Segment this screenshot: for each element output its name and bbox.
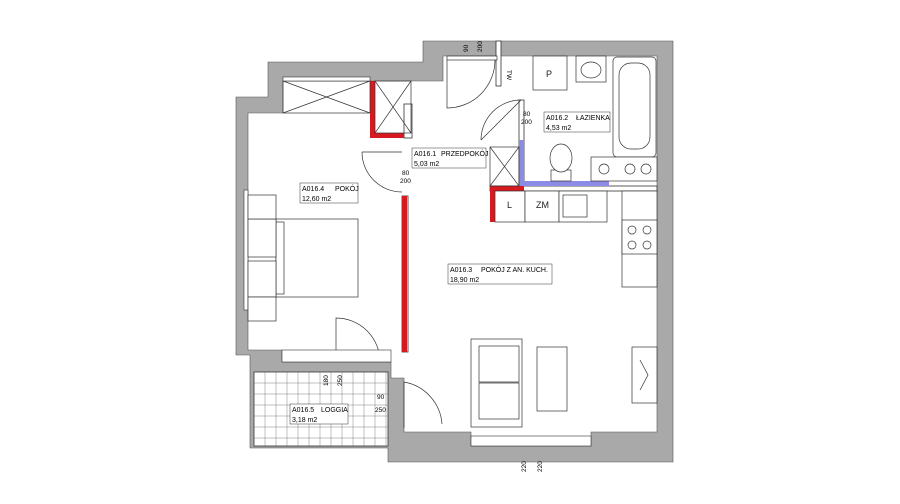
wall-bath-left (495, 40, 502, 87)
room-code: A016.5 (292, 407, 314, 414)
room-name: POKÓJ Z AN. KUCH. (481, 265, 548, 274)
entry-door-width: 90 (463, 44, 470, 52)
entry-door-height: 200 (477, 41, 484, 52)
cooktop-ring (642, 225, 652, 235)
installation-wall (519, 181, 609, 186)
living-furniture (470, 338, 658, 428)
bedroom-furniture (247, 194, 359, 322)
dishwasher-zm (524, 190, 560, 223)
washbasin-bowl (580, 61, 602, 79)
red-wall-segment (490, 186, 495, 222)
sink-bowl (562, 194, 588, 218)
hall-cabinet-x (374, 80, 412, 134)
fixture-symbols: L ZM P TW (505, 69, 552, 210)
room-area: 12,60 m2 (302, 196, 331, 203)
cooktop-ring (627, 240, 637, 250)
burner (640, 163, 652, 175)
tv (639, 359, 649, 391)
hall-cabinet (374, 80, 412, 134)
room-code: A016.2 (546, 115, 568, 122)
wardrobe-x (282, 80, 371, 114)
dishwasher-symbol: ZM (536, 200, 549, 210)
label-box (447, 263, 553, 285)
entry-door-leaf (446, 55, 498, 61)
room-labels: A016.1 PRZEDPOKÓJ 5,03 m2 A016.2 ŁAZIENK… (289, 111, 611, 425)
loggia (253, 371, 389, 447)
fridge-symbol: L (507, 200, 512, 210)
room-area: 3,18 m2 (292, 417, 317, 424)
dimension-texts: 90 200 80 200 80 200 180 250 90 250 220 … (323, 41, 544, 472)
room-door-swing (361, 151, 403, 193)
red-wall-segment (370, 81, 375, 138)
bed (275, 218, 359, 298)
bath-fixtures (532, 55, 658, 182)
windows (243, 76, 592, 447)
room-code: A016.3 (450, 267, 472, 274)
kitchen-fixtures (494, 190, 658, 288)
terrace-door-swing (403, 381, 443, 428)
window-left (243, 189, 249, 311)
doors (335, 55, 522, 428)
room-area: 18,90 m2 (450, 277, 479, 284)
bath-door-swing (480, 99, 522, 141)
burner (624, 163, 636, 175)
bath-door-height: 200 (521, 119, 532, 126)
installation-wall (519, 140, 524, 186)
room-code: A016.4 (302, 186, 324, 193)
cooktop (621, 219, 658, 255)
tw-symbol: TW (505, 70, 512, 81)
wall-hall-top (403, 103, 413, 139)
built-in-cabinets (282, 80, 520, 187)
tv-cabinet (631, 346, 658, 404)
balcony-door-height: 220 (537, 461, 544, 472)
shaft (489, 146, 520, 187)
bath-door-width: 80 (523, 111, 531, 118)
bed-pillow (275, 221, 285, 295)
room-name: LOGGIA (321, 407, 348, 414)
label-box (543, 111, 611, 133)
room-code: A016.1 (414, 151, 436, 158)
window-bottom (470, 435, 592, 447)
room-name: PRZEDPOKÓJ (441, 149, 488, 158)
cooktop-ring (642, 240, 652, 250)
balcony-door-width: 220 (521, 461, 528, 472)
washing-machine (532, 55, 568, 91)
label-box (289, 403, 349, 425)
entry-door-swing (446, 59, 496, 109)
label-box (411, 147, 487, 169)
room-door-width: 80 (402, 170, 410, 177)
label-box (299, 182, 359, 204)
loggia-door-width: 90 (377, 394, 385, 401)
burner (598, 163, 610, 175)
room-name: ŁAZIENKA (576, 115, 610, 122)
red-walls (370, 81, 524, 352)
shaft-x (489, 146, 520, 187)
room-area: 5,03 m2 (414, 161, 439, 168)
washer-symbol: P (546, 69, 552, 79)
loggia-door-height: 250 (375, 407, 386, 414)
red-wall-segment (370, 133, 404, 138)
red-wall-segment (402, 196, 407, 352)
room-door-height: 200 (400, 178, 411, 185)
wardrobe-left (247, 296, 277, 322)
wardrobe-left (247, 194, 277, 220)
window-height: 250 (337, 375, 344, 386)
bathtub-inner (618, 62, 651, 150)
cooktop-ring (627, 225, 637, 235)
room-name: POKÓJ (335, 184, 359, 193)
window-width: 180 (323, 375, 330, 386)
room-area: 4,53 m2 (546, 125, 571, 132)
fridge-l (494, 190, 526, 223)
sofa-seat (478, 345, 520, 383)
window-top-left (282, 76, 371, 82)
sofa-seat (478, 382, 520, 420)
nightstand (247, 218, 277, 258)
window-loggia (281, 349, 392, 363)
toilet-bowl (549, 143, 573, 173)
coffee-table (536, 346, 568, 412)
nightstand (247, 260, 277, 298)
red-wall-segment (490, 186, 524, 191)
installation-walls (519, 140, 609, 186)
